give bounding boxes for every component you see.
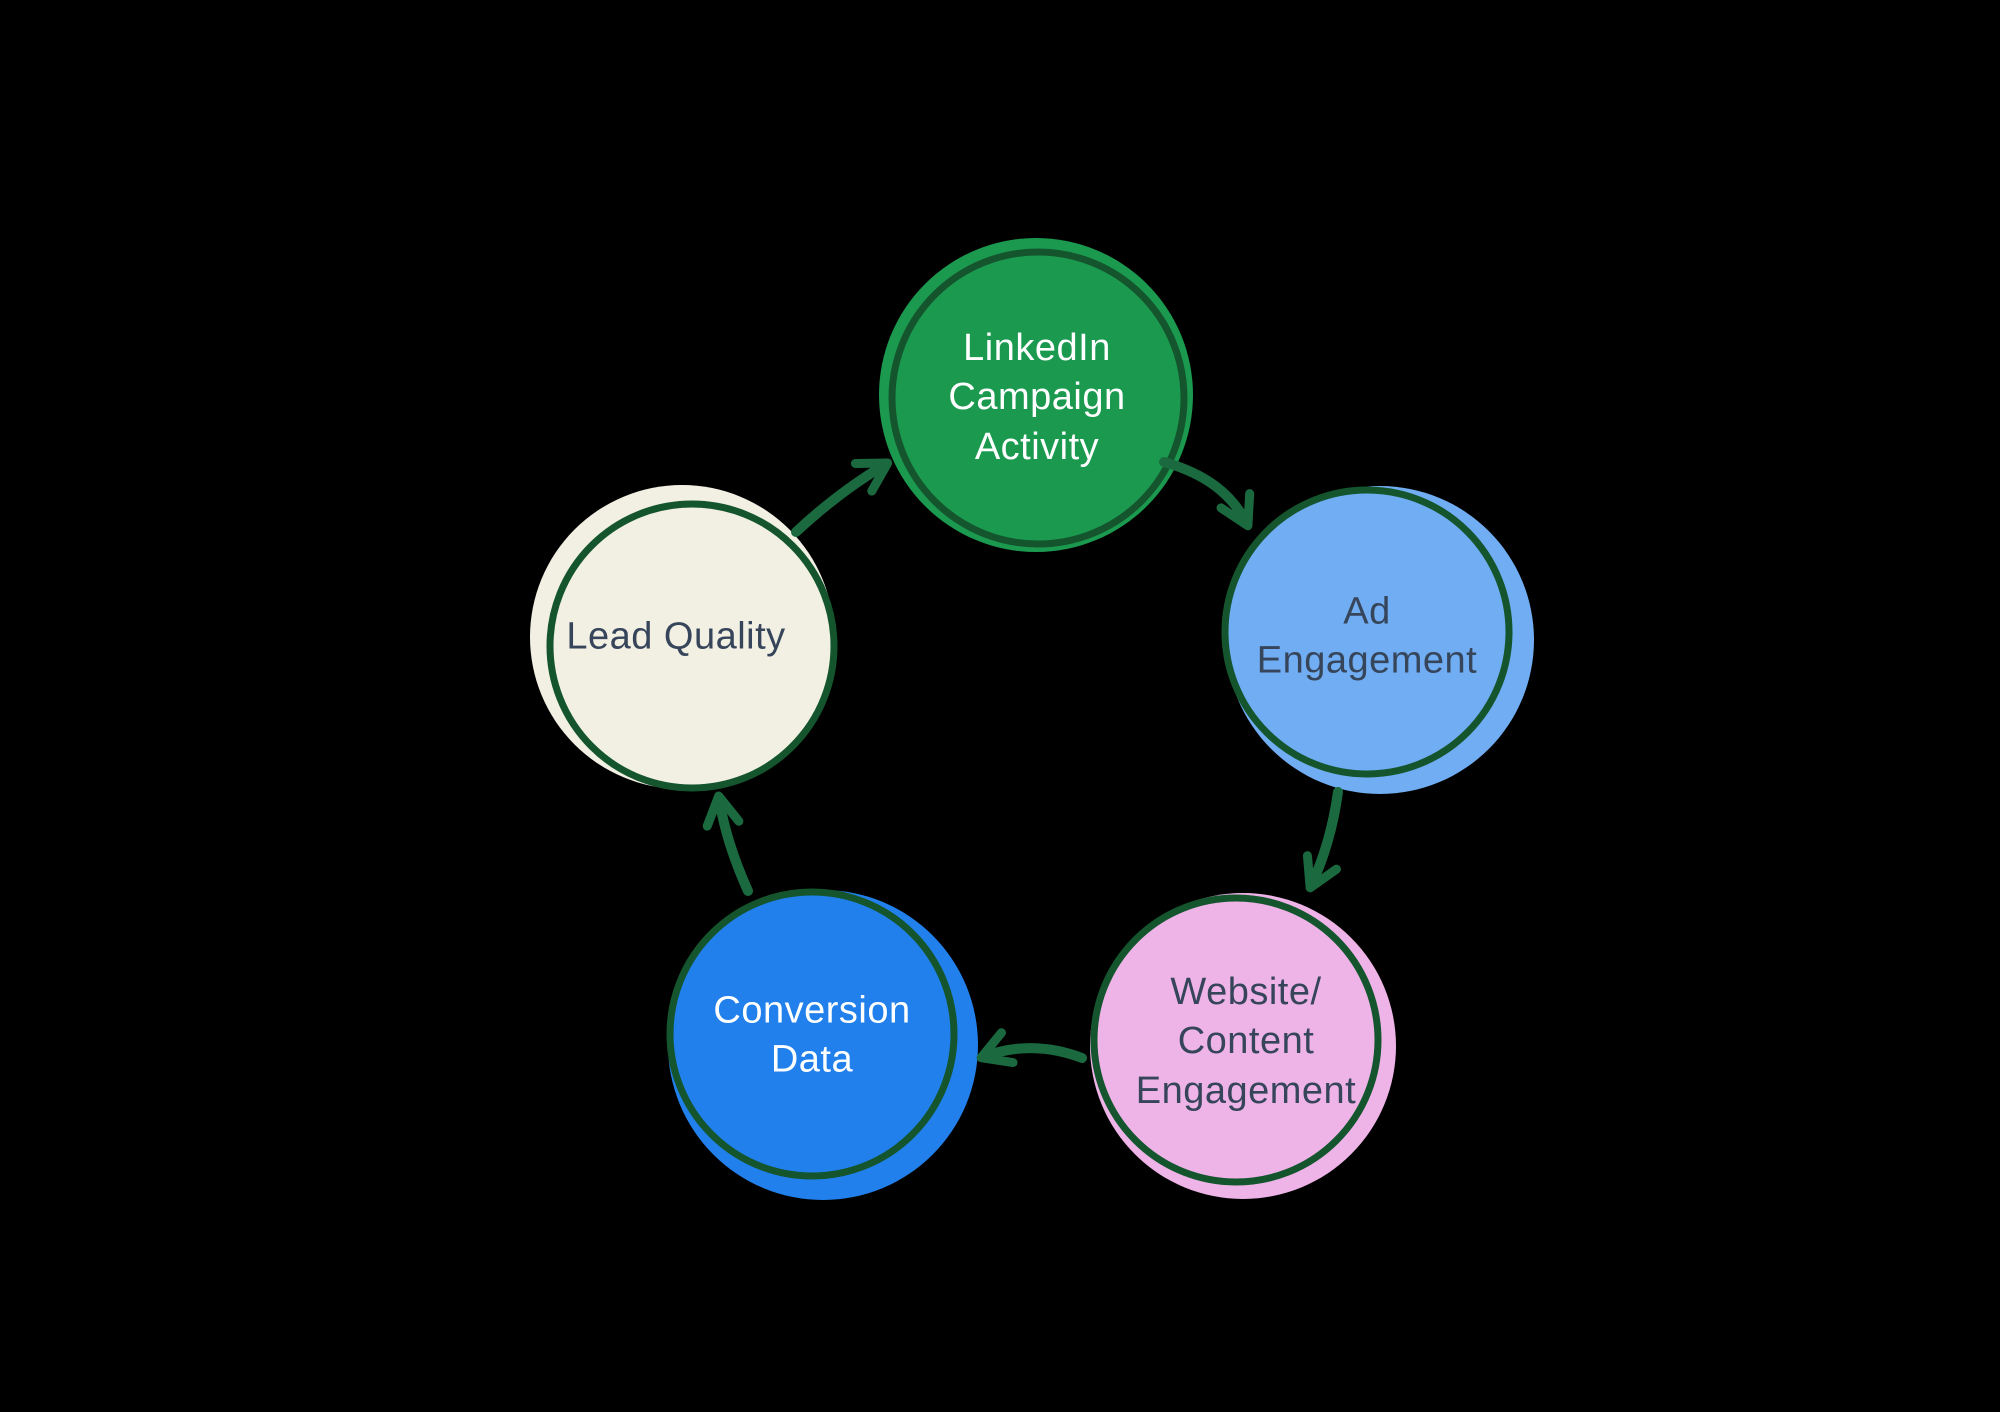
node-fill-conversion-data: [668, 890, 978, 1200]
arrow-ad-engagement-to-website-content-engagement: [1302, 787, 1343, 893]
node-label-ad-engagement: Ad Engagement: [1256, 590, 1478, 682]
arrow-website-content-engagement-to-conversion-data: [976, 1028, 1087, 1068]
arrow-lead-quality-to-linkedin-campaign-activity: [791, 458, 893, 537]
node-label-website-content-engagement: Website/ Content Engagement: [1135, 970, 1357, 1112]
node-ring-ad-engagement: [1221, 486, 1513, 778]
node-label-lead-quality: Lead Quality: [566, 615, 786, 658]
node-linkedin-campaign-activity: [879, 238, 1193, 552]
node-ring-website-content-engagement: [1090, 894, 1382, 1186]
node-ring-lead-quality: [546, 500, 838, 792]
node-fill-website-content-engagement: [1090, 893, 1396, 1199]
node-ring-conversion-data: [666, 888, 958, 1180]
node-fill-ad-engagement: [1226, 486, 1534, 794]
node-fill-linkedin-campaign-activity: [879, 238, 1193, 552]
node-lead-quality: [530, 485, 838, 792]
node-fill-lead-quality: [530, 485, 834, 789]
arrow-conversion-data-to-lead-quality: [702, 791, 753, 896]
node-website-content-engagement: [1090, 893, 1396, 1199]
node-label-linkedin-campaign-activity: LinkedIn Campaign Activity: [948, 326, 1126, 468]
node-ad-engagement: [1221, 486, 1534, 794]
arrow-linkedin-campaign-activity-to-ad-engagement: [1159, 457, 1255, 531]
node-ring-linkedin-campaign-activity: [888, 248, 1188, 548]
node-conversion-data: [666, 888, 978, 1200]
node-label-conversion-data: Conversion Data: [713, 989, 911, 1081]
